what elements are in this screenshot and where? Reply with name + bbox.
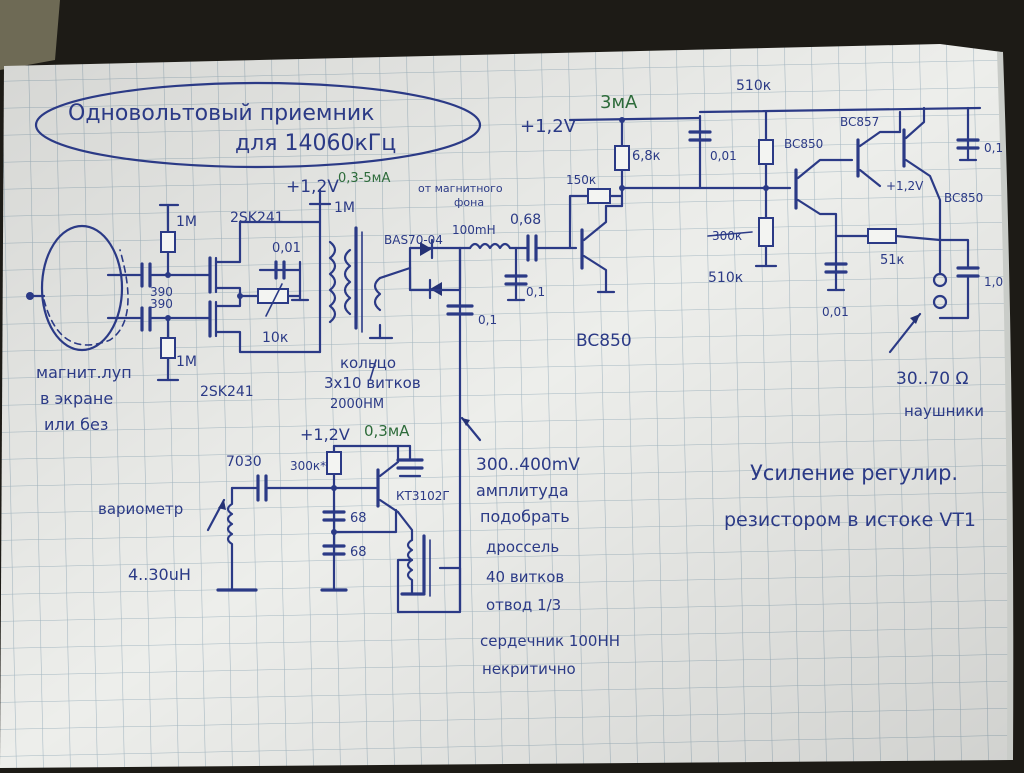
phones-jack-bottom: [932, 294, 948, 310]
lo-note-3: подобрать: [480, 507, 570, 526]
cap-001-input-label: 0,01: [272, 241, 301, 256]
title-line2: для 14060кГц: [235, 131, 396, 156]
res-510k-bottom-label: 510к: [708, 270, 743, 286]
varometer-label: вариометр: [98, 500, 183, 518]
bjt-vfo-label: КТ3102Г: [396, 489, 450, 503]
res-51k-label: 51к: [880, 253, 905, 268]
audio-amplifier: +1,2V 3мA BC850 150к 6,8к 0,01 510к 300к: [520, 78, 1003, 420]
coil-note-2: 3х10 витков: [324, 374, 421, 392]
supply-audio-current: 3мA: [600, 92, 638, 113]
supply-front-current: 0,3-5мA: [338, 171, 390, 186]
phones-label: наушники: [904, 402, 984, 420]
diode-label: BAS70-04: [384, 233, 443, 247]
loop-note-1: магнит.луп: [36, 363, 132, 382]
mixer-stage: BAS70-04 от магнитного фона 100mH 0,68 0…: [384, 182, 580, 612]
phones-jack-top: [932, 272, 948, 288]
bjt2-label: BC850: [784, 137, 823, 151]
supply-audio-label: +1,2V: [520, 116, 577, 137]
choke-note-5: некритично: [482, 660, 576, 678]
cap-001-audio-label: 0,01: [710, 149, 737, 163]
title-block: Одновольтовый приемник для 14060кГц: [34, 81, 482, 169]
cap-01-out-label: 0,1: [984, 141, 1003, 155]
fet-top-label: 2SK241: [230, 210, 284, 226]
cap-01a-label: 0,1: [526, 285, 545, 299]
res-150k-label: 150к: [566, 173, 596, 187]
lo-note-1: 300..400mV: [476, 455, 580, 475]
ring-transformer-secondary: [373, 276, 382, 312]
bjt4-label: BC850: [944, 191, 983, 205]
supply-vfo-current: 0,3мA: [364, 422, 410, 440]
cap-068-label: 0,68: [510, 212, 541, 228]
input-stage: 390 390 1М 1М 2SK241 2SK241 0,01 1: [26, 171, 421, 434]
res-1m-bottom-label: 1М: [176, 354, 197, 370]
choke-note-4: сердечник 100НН: [480, 632, 620, 650]
res-510k-top-label: 510к: [736, 78, 771, 94]
cap-68a-label: 68: [350, 511, 367, 526]
res-300k-struck-label: 300к: [712, 229, 742, 243]
cap-390a-label: 390: [150, 285, 173, 299]
magnetic-loop-antenna: [40, 224, 124, 352]
pot-10k-label: 10к: [262, 330, 288, 346]
cap-7030-label: 7030: [226, 454, 262, 470]
gain-note: Усиление регулир. резистором в истоке VT…: [724, 461, 976, 531]
cap-10-label: 1,0: [984, 275, 1003, 289]
cap-01b-label: 0,1: [478, 313, 497, 327]
cap-390b-label: 390: [150, 297, 173, 311]
title-oval: [34, 81, 482, 169]
choke-100mh: [468, 242, 512, 250]
cap-68b-label: 68: [350, 545, 367, 560]
ring-transformer-primary: [328, 240, 337, 324]
cap-001b-label: 0,01: [822, 305, 849, 319]
title-line1: Одновольтовый приемник: [68, 101, 374, 126]
gain-note-2: резистором в истоке VT1: [724, 509, 976, 531]
res-300k-vfo-label: 300к*: [290, 459, 326, 473]
loop-note-2: в экране: [40, 389, 113, 408]
variometer-coil: [226, 486, 234, 592]
mixer-note-2: фона: [454, 196, 484, 209]
supply-front-label: +1,2V: [286, 177, 339, 197]
choke-note-1: дроссель: [486, 538, 559, 556]
supply-output-label: +1,2V: [886, 179, 924, 193]
mixer-note-1: от магнитного: [418, 182, 503, 195]
gain-note-1: Усиление регулир.: [750, 461, 958, 485]
l-range-label: 4..30uH: [128, 565, 191, 584]
bjt1-label: BC850: [576, 331, 632, 351]
fet-bottom-label: 2SK241: [200, 384, 254, 400]
res-1m-drain-label: 1М: [334, 200, 355, 216]
supply-vfo-label: +1,2V: [300, 425, 350, 444]
bjt3-label: BC857: [840, 115, 879, 129]
res-1m-top-label: 1М: [176, 214, 197, 230]
loop-note-3: или без: [44, 415, 108, 434]
choke-label: 100mH: [452, 223, 496, 237]
coil-note-3: 2000НМ: [330, 397, 384, 412]
wood-corner: [0, 0, 60, 70]
res-68k-label: 6,8к: [632, 149, 661, 164]
choke-note-3: отвод 1/3: [486, 596, 561, 614]
choke-note-2: 40 витков: [486, 568, 564, 586]
local-oscillator: +1,2V 0,3мA 300к* 7030 вариометр 4..30uH…: [98, 422, 620, 678]
lo-note-2: амплитуда: [476, 481, 569, 500]
phones-ohm-label: 30..70 Ω: [896, 369, 968, 389]
coil-note-1: кольцо: [340, 354, 396, 372]
